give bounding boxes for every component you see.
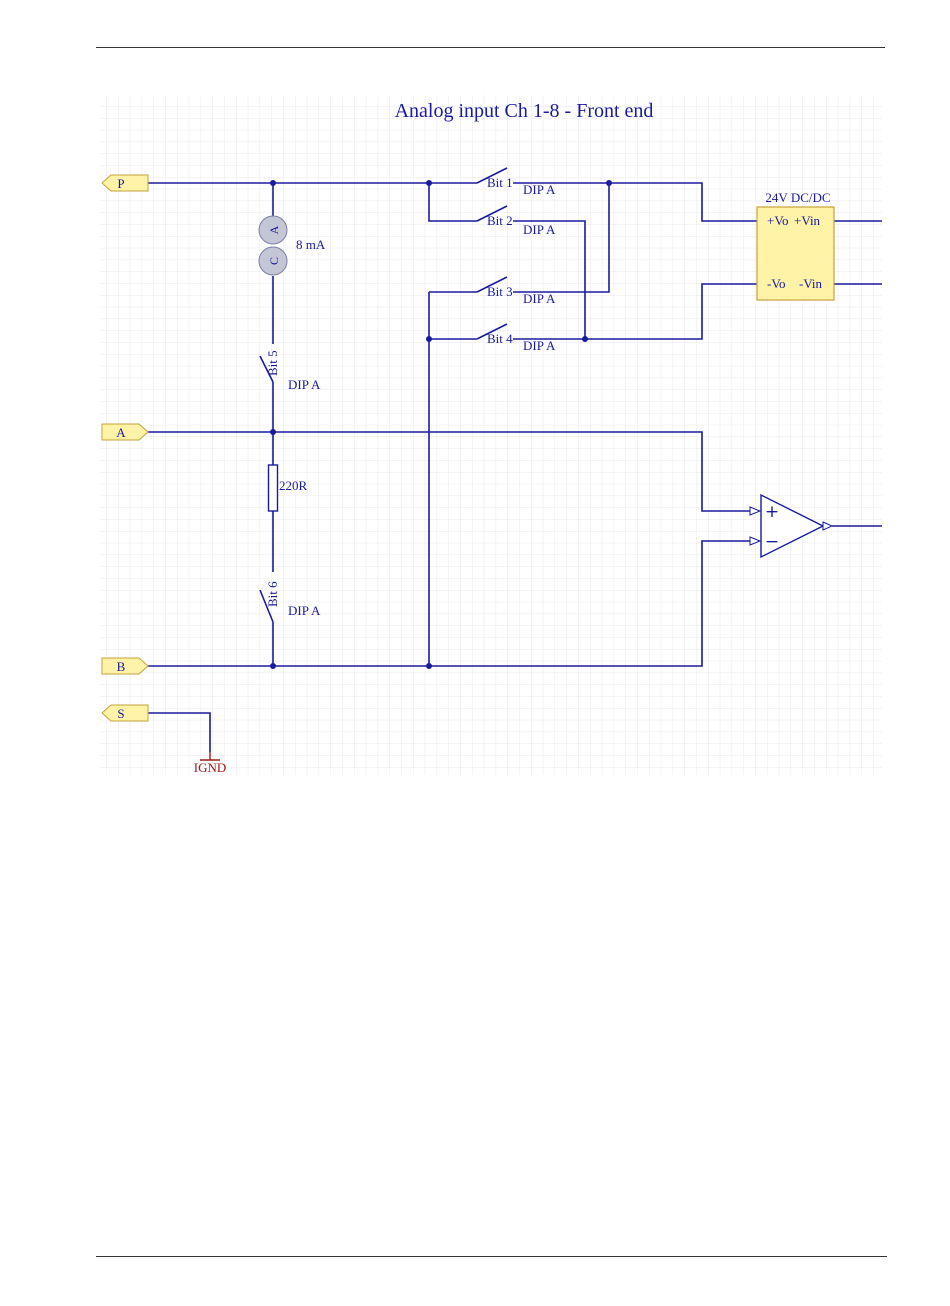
svg-text:Bit 6: Bit 6 <box>265 581 280 607</box>
svg-text:Bit 4: Bit 4 <box>487 331 513 346</box>
opamp-minus-sign: − <box>765 532 779 552</box>
resistor-value: 220R <box>279 478 308 493</box>
dcdc-converter: 24V DC/DC +Vo +Vin -Vo -Vin <box>757 190 834 300</box>
current-source-value: 8 mA <box>296 237 326 252</box>
dip-label-bit6: DIP A <box>288 603 321 618</box>
dcdc-pin-vo-minus: -Vo <box>767 276 786 291</box>
svg-text:B: B <box>117 659 126 674</box>
port-p: P <box>102 175 148 191</box>
dip-label-bit3: DIP A <box>523 291 556 306</box>
dip-label-bit4: DIP A <box>523 338 556 353</box>
svg-text:P: P <box>117 176 124 191</box>
port-s: S <box>102 705 148 721</box>
ground-label: IGND <box>194 760 227 775</box>
svg-text:Bit 2: Bit 2 <box>487 213 513 228</box>
dcdc-pin-vin-plus: +Vin <box>794 213 821 228</box>
svg-text:Bit 3: Bit 3 <box>487 284 513 299</box>
opamp-plus-sign: + <box>765 502 779 522</box>
port-b: B <box>102 658 148 674</box>
svg-text:Bit 5: Bit 5 <box>265 350 280 376</box>
svg-text:A: A <box>116 425 126 440</box>
dip-label-bit5: DIP A <box>288 377 321 392</box>
port-a: A <box>102 424 148 440</box>
dcdc-title: 24V DC/DC <box>765 190 830 205</box>
dip-label-bit2: DIP A <box>523 222 556 237</box>
current-source-letter-c: C <box>267 257 281 265</box>
diagram-title: Analog input Ch 1-8 - Front end <box>395 100 654 122</box>
svg-text:Bit 1: Bit 1 <box>487 175 513 190</box>
svg-text:S: S <box>117 706 124 721</box>
dip-label-bit1: DIP A <box>523 182 556 197</box>
current-source-letter-a: A <box>267 225 281 234</box>
dcdc-pin-vo-plus: +Vo <box>767 213 789 228</box>
dcdc-pin-vin-minus: -Vin <box>799 276 823 291</box>
